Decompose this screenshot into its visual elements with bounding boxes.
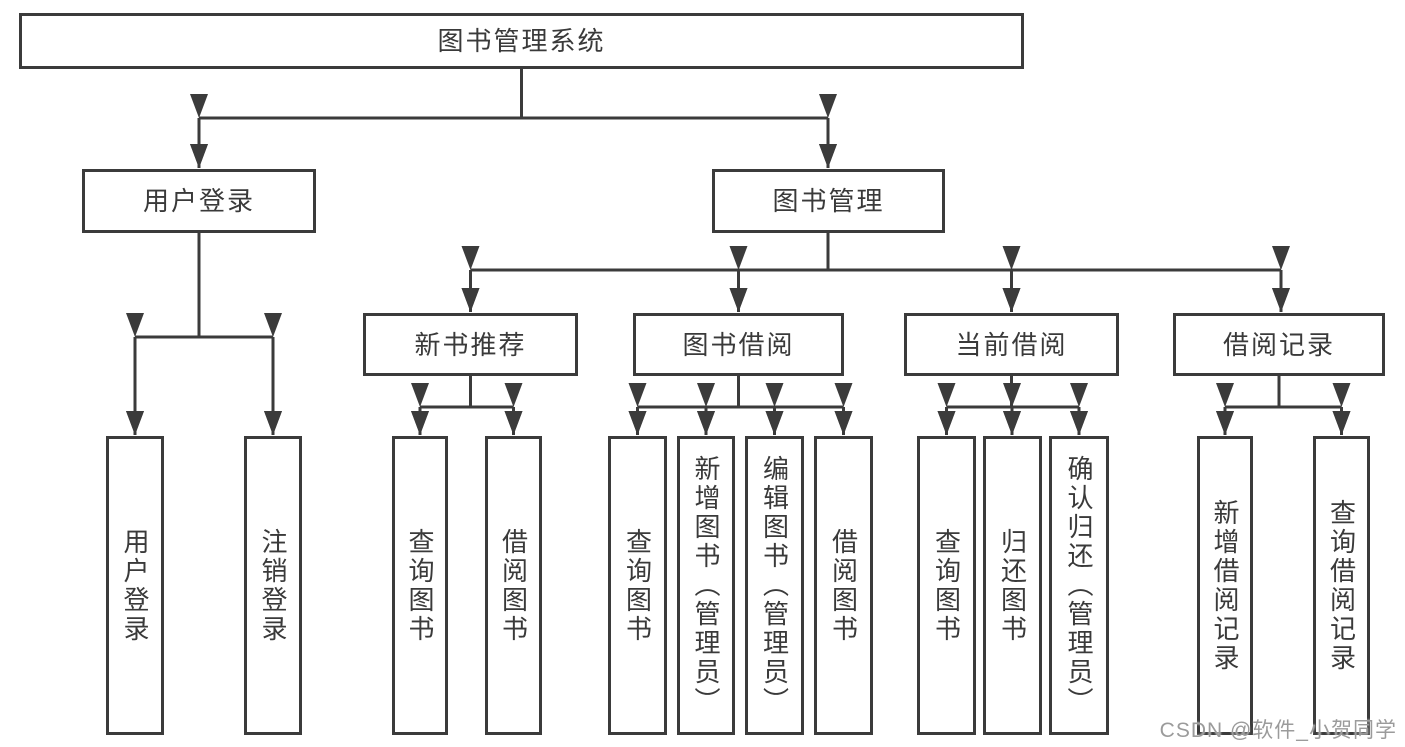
node-label: 用户登录 bbox=[142, 186, 255, 216]
leaf-return-book: 归还图书 bbox=[983, 436, 1042, 735]
leaf-label: 用户登录 bbox=[120, 527, 150, 644]
leaf-label: 查询图书 bbox=[405, 527, 435, 644]
leaf-user-login: 用户登录 bbox=[106, 436, 164, 735]
arrow-drop-lines bbox=[126, 118, 1351, 435]
node-label: 当前借阅 bbox=[955, 329, 1068, 360]
node-label: 图书借阅 bbox=[682, 329, 795, 360]
leaf-label: 查询图书 bbox=[622, 527, 653, 644]
leaf-query-borrow-record: 查询借阅记录 bbox=[1313, 436, 1370, 735]
node-current-borrowing: 当前借阅 bbox=[904, 313, 1119, 376]
node-book-management: 图书管理 bbox=[712, 169, 945, 233]
csdn-watermark: CSDN @软件_小贺同学 bbox=[1159, 719, 1397, 742]
leaf-query-books-current: 查询图书 bbox=[917, 436, 976, 735]
node-library-management-system: 图书管理系统 bbox=[19, 13, 1024, 69]
node-user-login: 用户登录 bbox=[82, 169, 316, 233]
leaf-label: 查询借阅记录 bbox=[1326, 498, 1357, 673]
leaf-label: 新增借阅记录 bbox=[1210, 498, 1240, 673]
leaf-label: 编辑图书（管理员） bbox=[759, 455, 790, 716]
leaf-label: 借阅图书 bbox=[828, 527, 859, 644]
leaf-confirm-return-admin: 确认归还（管理员） bbox=[1049, 436, 1109, 735]
leaf-label: 确认归还（管理员） bbox=[1064, 455, 1094, 716]
leaf-label: 查询图书 bbox=[931, 527, 962, 644]
leaf-add-book-admin: 新增图书（管理员） bbox=[677, 436, 735, 735]
node-label: 借阅记录 bbox=[1222, 329, 1335, 360]
leaf-query-books-borrowing: 查询图书 bbox=[608, 436, 667, 735]
leaf-logout: 注销登录 bbox=[244, 436, 302, 735]
node-label: 图书管理 bbox=[772, 186, 885, 216]
leaf-label: 归还图书 bbox=[997, 527, 1028, 644]
leaf-label: 注销登录 bbox=[258, 527, 288, 644]
node-label: 图书管理系统 bbox=[437, 26, 606, 56]
leaf-label: 借阅图书 bbox=[498, 527, 529, 644]
node-book-borrowing: 图书借阅 bbox=[633, 313, 844, 376]
leaf-edit-book-admin: 编辑图书（管理员） bbox=[745, 436, 804, 735]
leaf-query-books-recommend: 查询图书 bbox=[392, 436, 448, 735]
node-label: 新书推荐 bbox=[414, 329, 527, 360]
leaf-label: 新增图书（管理员） bbox=[691, 455, 721, 716]
node-borrowing-records: 借阅记录 bbox=[1173, 313, 1385, 376]
node-new-book-recommend: 新书推荐 bbox=[363, 313, 578, 376]
leaf-add-borrow-record: 新增借阅记录 bbox=[1197, 436, 1253, 735]
leaf-borrow-books-recommend: 借阅图书 bbox=[485, 436, 542, 735]
leaf-borrow-book: 借阅图书 bbox=[814, 436, 873, 735]
